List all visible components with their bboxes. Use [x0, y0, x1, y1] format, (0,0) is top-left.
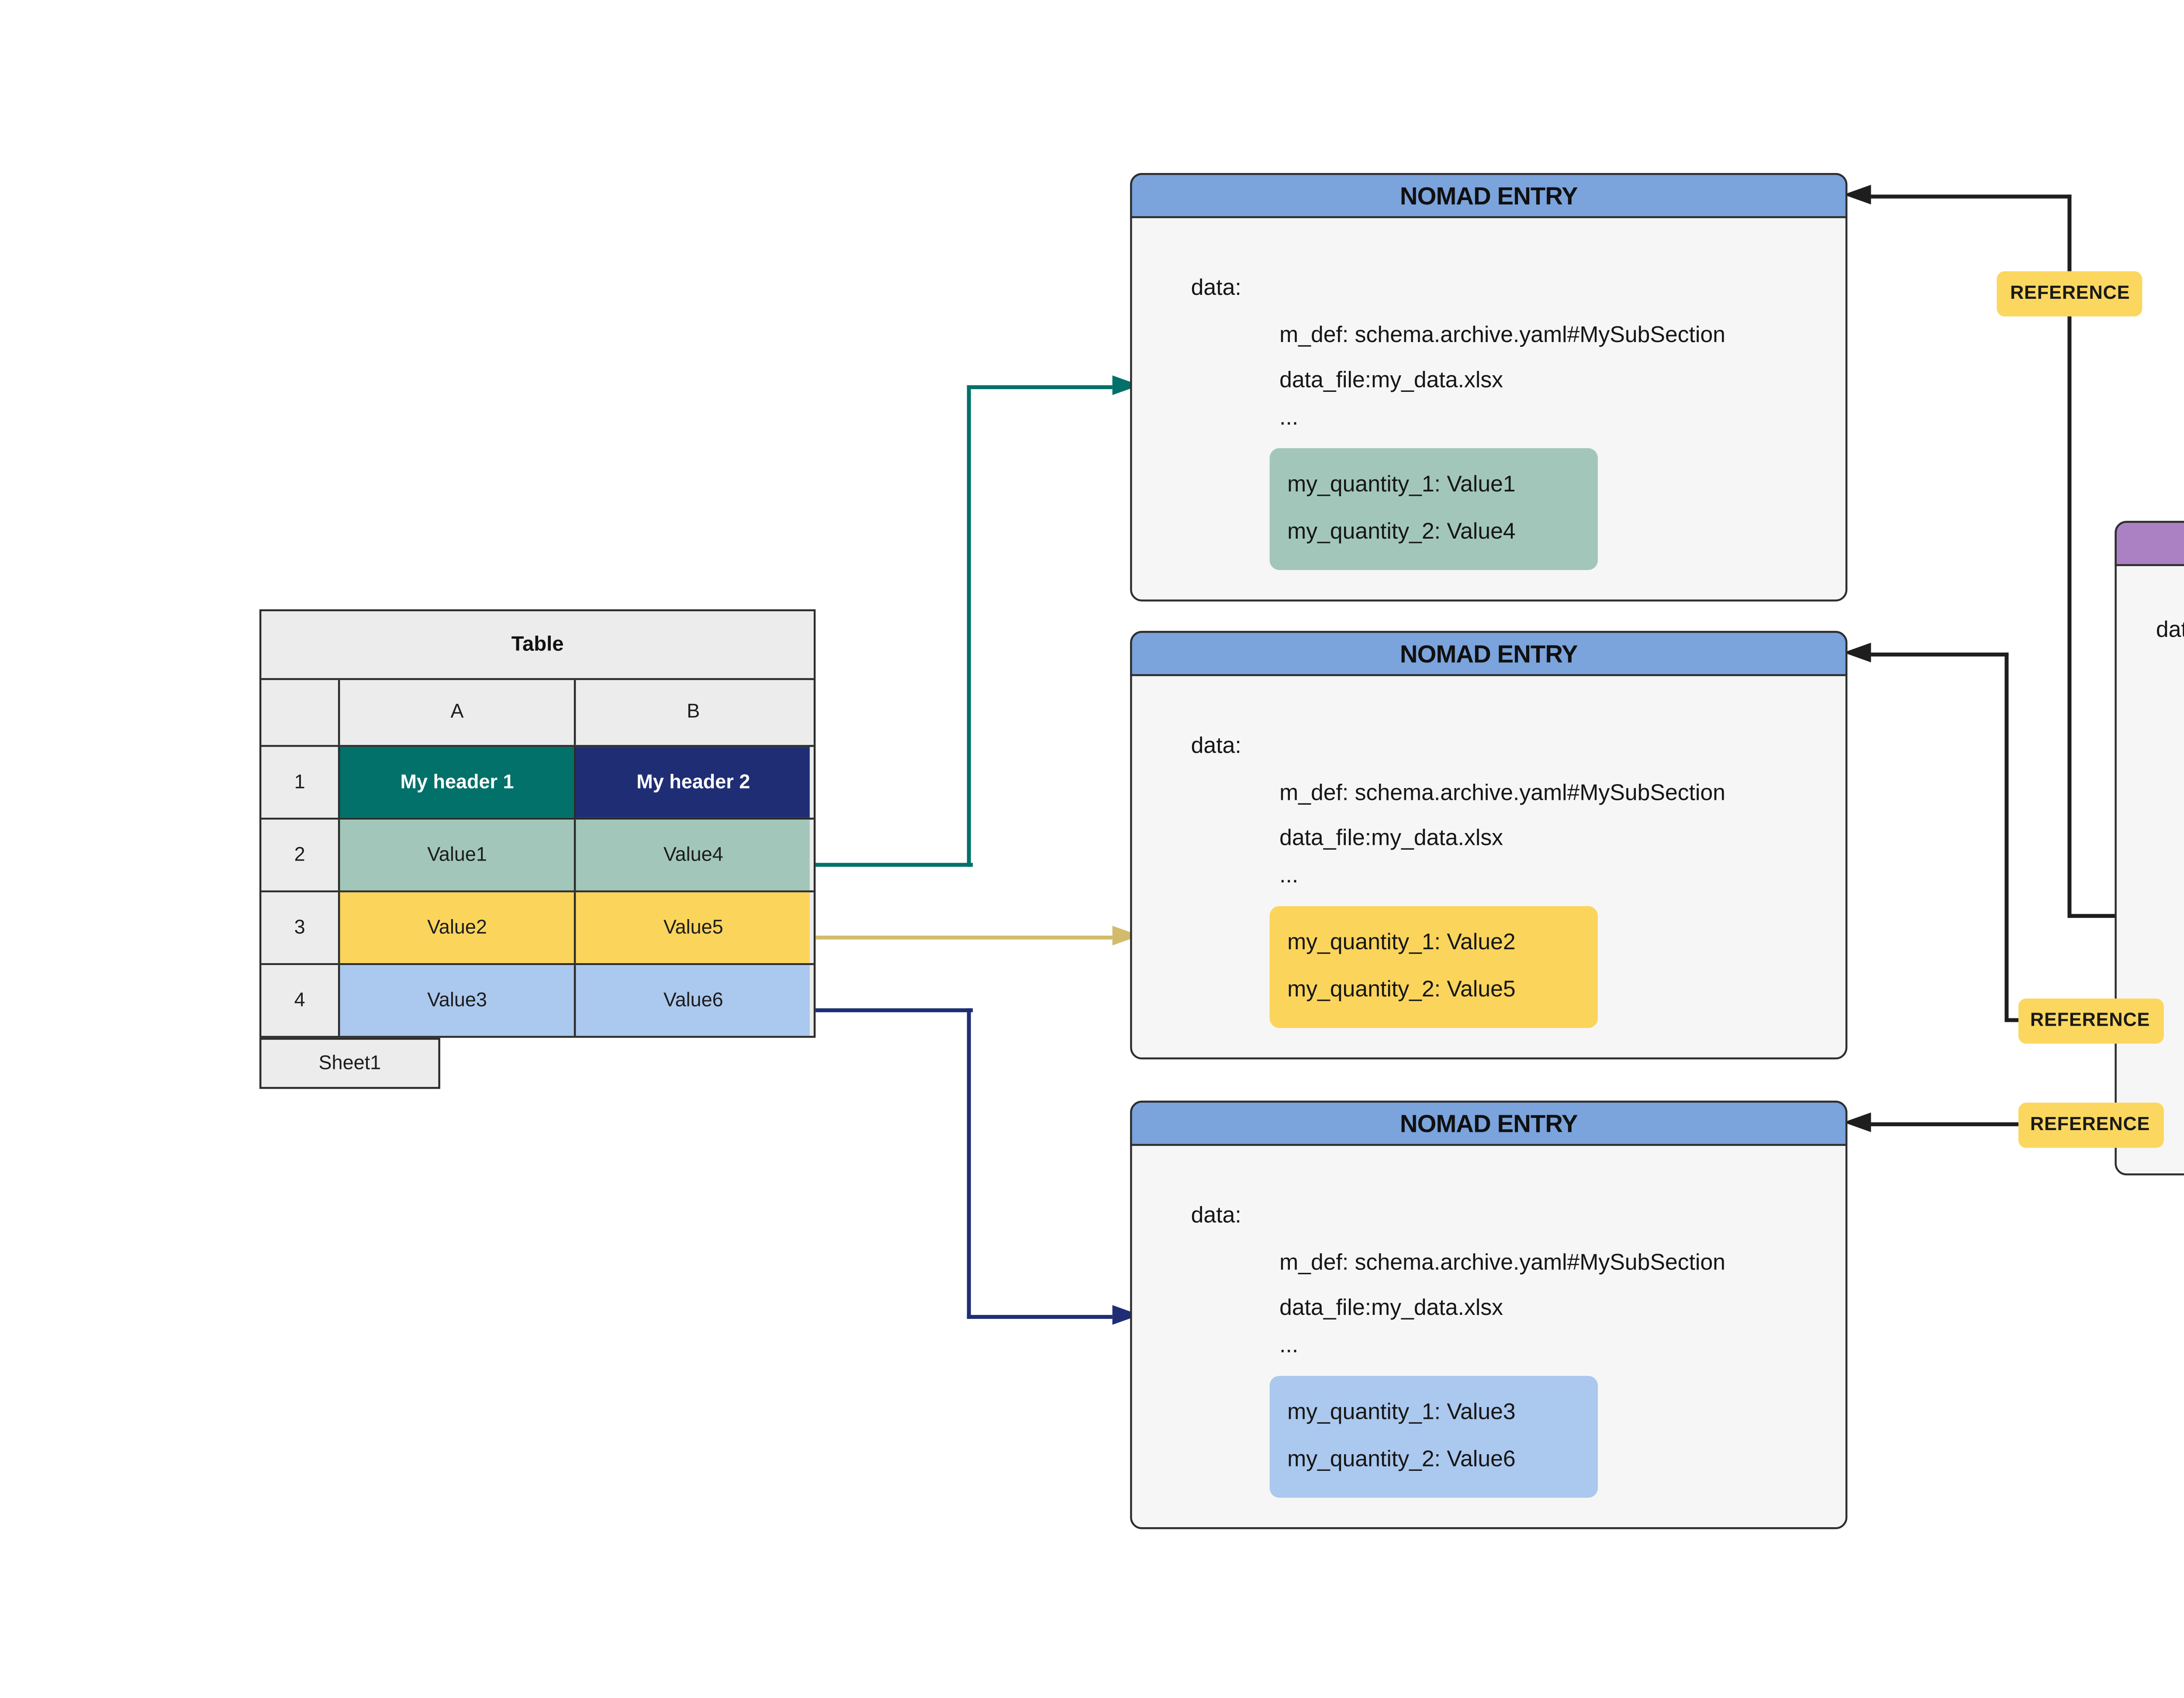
data-label: data: [1191, 735, 1241, 759]
entry-title: NOMAD ENTRY [1400, 640, 1578, 667]
table-column-header-row: A B [261, 678, 814, 745]
ellipsis-line: ... [1279, 407, 1299, 431]
reference-badge: REFERENCE [1997, 270, 2143, 316]
entry-title: NOMAD ENTRY [1400, 182, 1578, 210]
nomad-entry-section: NOMAD ENTRY data: m_def: schema.archive.… [2114, 520, 2184, 1176]
reference-badge: REFERENCE [2017, 1101, 2163, 1147]
quantities-highlight: my_quantity_1: Value3 my_quantity_2: Val… [1269, 1376, 1598, 1498]
arrow-navy-segment [816, 1007, 972, 1012]
arrow-reference3-head-icon [1843, 1113, 1871, 1133]
row-number: 2 [261, 820, 338, 891]
data-label: data: [2156, 619, 2184, 643]
column-header-a: A [338, 680, 574, 745]
data-file-line: data_file:my_data.xlsx [1279, 1297, 1503, 1321]
arrow-teal-segment [968, 385, 1113, 390]
arrow-reference1-head-icon [1843, 184, 1871, 204]
ellipsis-line: ... [1279, 865, 1299, 889]
row-number: 4 [261, 965, 338, 1036]
row-number: 1 [261, 747, 338, 818]
quantity-1: my_quantity_1: Value1 [1287, 474, 1516, 498]
quantity-2: my_quantity_2: Value4 [1287, 521, 1516, 545]
table-row: 4 Value3 Value6 [261, 963, 814, 1036]
arrow-navy-segment [968, 1314, 1113, 1318]
entry-header: NOMAD ENTRY [1130, 630, 1848, 677]
cell-a3: Value2 [338, 892, 574, 963]
entry-header: NOMAD ENTRY [2114, 520, 2184, 567]
reference-badge: REFERENCE [2017, 997, 2163, 1043]
quantities-highlight: my_quantity_1: Value2 my_quantity_2: Val… [1269, 906, 1598, 1028]
arrow-khaki-segment [816, 934, 1113, 939]
sheet-tab: Sheet1 [259, 1038, 440, 1089]
arrow-navy-segment [968, 1007, 972, 1318]
table-row: 1 My header 1 My header 2 [261, 745, 814, 818]
table-title: Table [261, 611, 814, 678]
entry-header: NOMAD ENTRY [1130, 173, 1848, 219]
arrow-teal-segment [968, 385, 972, 866]
cell-a1: My header 1 [338, 747, 574, 818]
m-def-line: m_def: schema.archive.yaml#MySubSection [1279, 782, 1726, 806]
quantity-2: my_quantity_2: Value5 [1287, 979, 1516, 1003]
quantity-1: my_quantity_1: Value3 [1287, 1401, 1516, 1425]
arrow-reference2-head-icon [1843, 643, 1871, 663]
cell-a2: Value1 [338, 820, 574, 891]
entry-title: NOMAD ENTRY [1400, 1110, 1578, 1138]
nomad-entry-subsection-1: NOMAD ENTRY data: m_def: schema.archive.… [1130, 173, 1848, 602]
quantities-highlight: my_quantity_1: Value1 my_quantity_2: Val… [1269, 448, 1598, 570]
entry-header: NOMAD ENTRY [1130, 1100, 1848, 1147]
data-file-line: data_file:my_data.xlsx [1279, 369, 1503, 393]
cell-b1: My header 2 [574, 747, 811, 818]
table-row: 3 Value2 Value5 [261, 890, 814, 963]
quantity-2: my_quantity_2: Value6 [1287, 1449, 1516, 1473]
arrow-reference1-segment [1871, 194, 2072, 198]
arrow-reference1-segment [2068, 194, 2073, 918]
arrow-teal-segment [816, 861, 972, 866]
spreadsheet-table: Table A B 1 My header 1 My header 2 2 Va… [259, 609, 816, 1038]
arrow-reference2-segment [2004, 651, 2009, 1022]
arrow-reference2-segment [1871, 651, 2009, 656]
nomad-entry-subsection-2: NOMAD ENTRY data: m_def: schema.archive.… [1130, 630, 1848, 1060]
data-file-line: data_file:my_data.xlsx [1279, 827, 1503, 851]
data-label: data: [1191, 277, 1241, 301]
nomad-entry-subsection-3: NOMAD ENTRY data: m_def: schema.archive.… [1130, 1100, 1848, 1529]
ellipsis-line: ... [1279, 1335, 1299, 1359]
cell-b2: Value4 [574, 820, 811, 891]
row-number: 3 [261, 892, 338, 963]
quantity-1: my_quantity_1: Value2 [1287, 931, 1516, 955]
cell-a4: Value3 [338, 965, 574, 1036]
cell-b4: Value6 [574, 965, 811, 1036]
data-label: data: [1191, 1205, 1241, 1229]
m-def-line: m_def: schema.archive.yaml#MySubSection [1279, 324, 1726, 348]
corner-cell [261, 680, 338, 745]
column-header-b: B [574, 680, 811, 745]
m-def-line: m_def: schema.archive.yaml#MySubSection [1279, 1252, 1726, 1276]
table-row: 2 Value1 Value4 [261, 817, 814, 891]
cell-b3: Value5 [574, 892, 811, 963]
